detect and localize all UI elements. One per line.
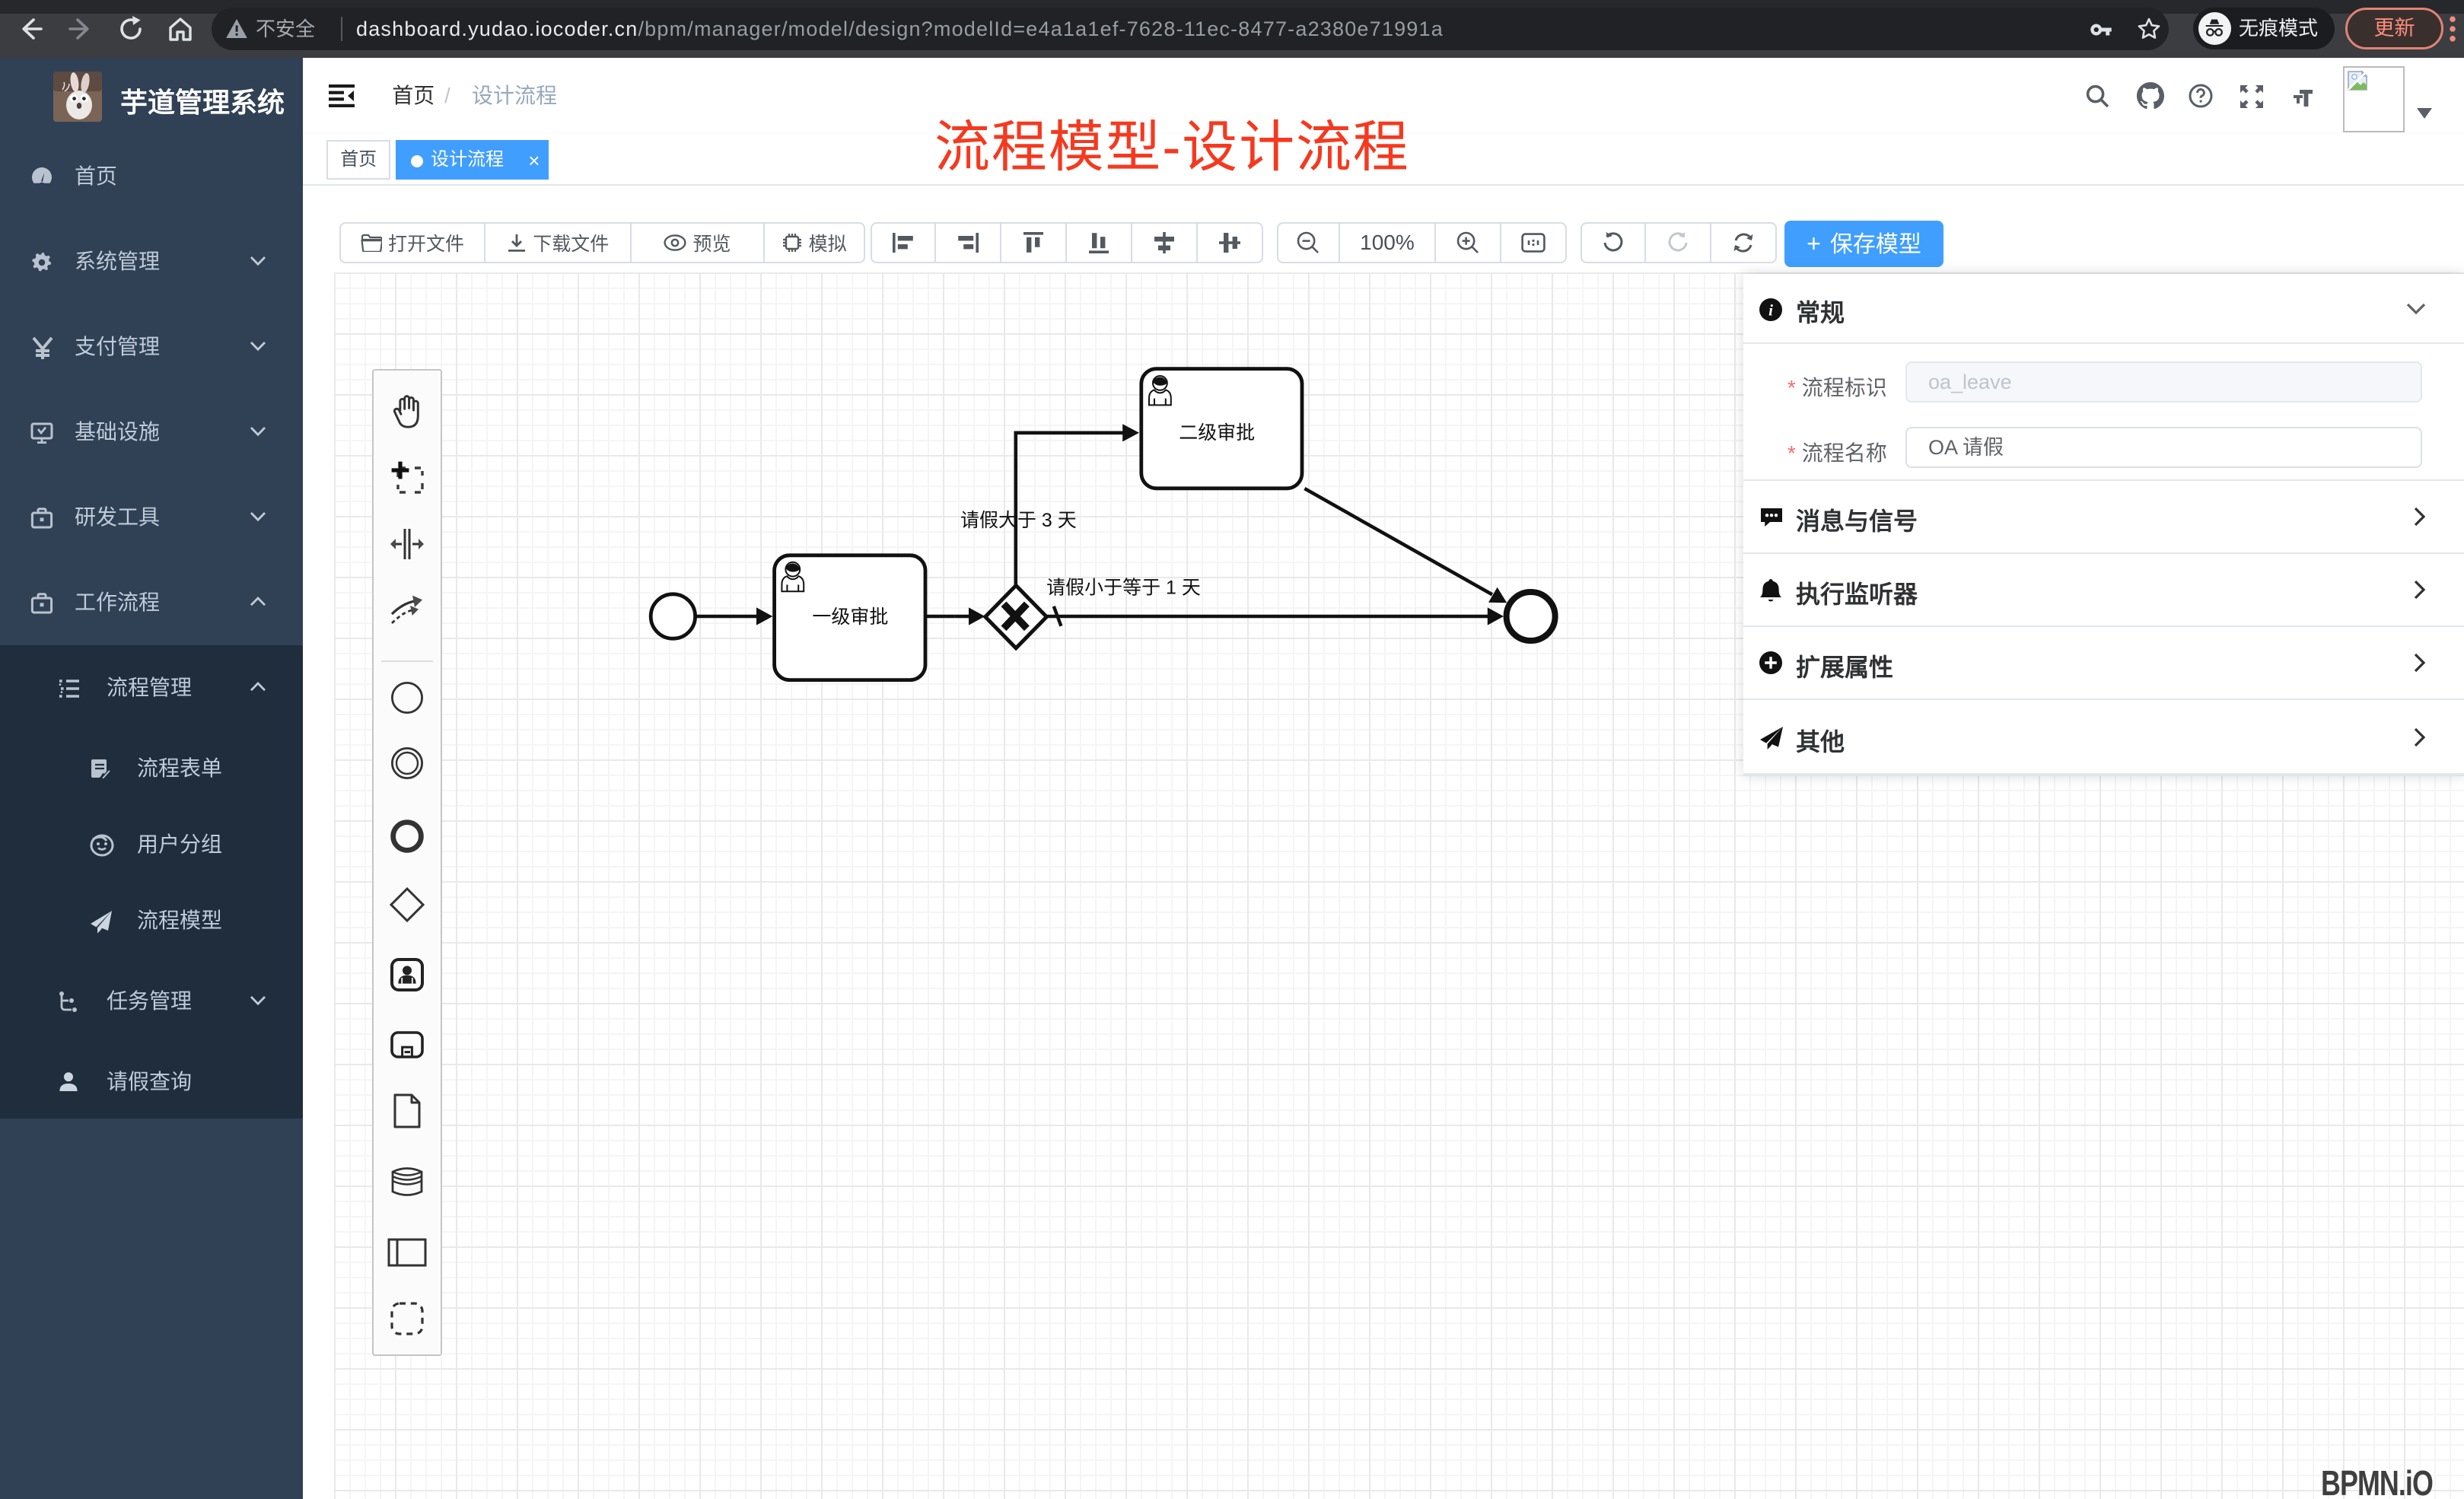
svg-text:二级审批: 二级审批 — [1179, 422, 1255, 444]
svg-text:i: i — [1768, 301, 1773, 319]
svg-text:请假小于等于 1 天: 请假小于等于 1 天 — [1046, 577, 1201, 598]
svg-text:一级审批: 一级审批 — [812, 606, 888, 628]
svg-text:请假大于 3 天: 请假大于 3 天 — [960, 510, 1077, 531]
